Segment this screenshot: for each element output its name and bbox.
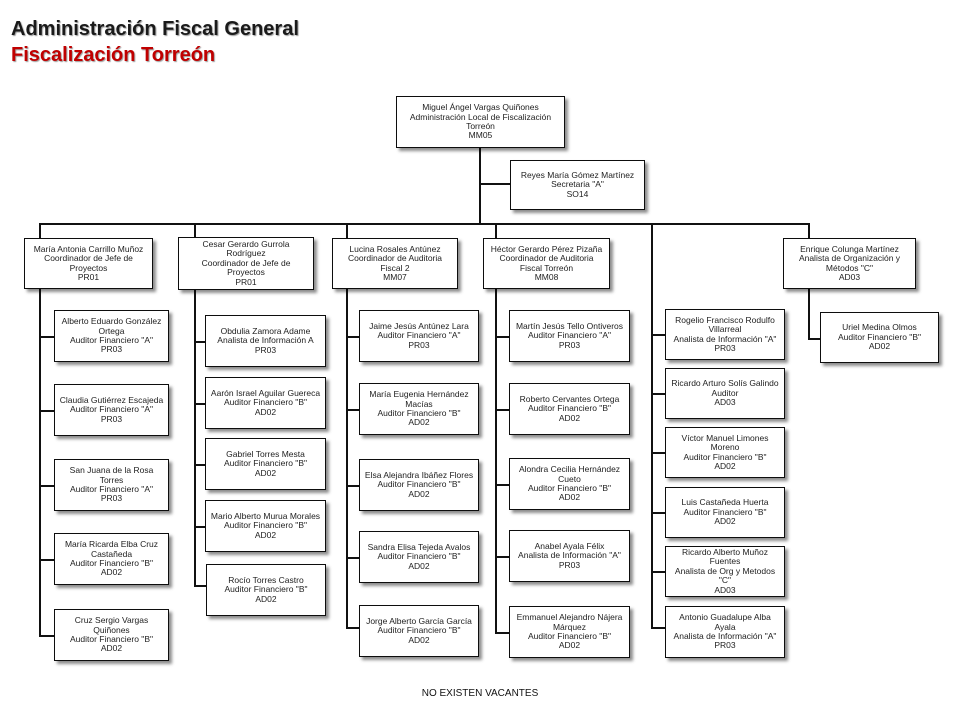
org-box-staff: Obdulia Zamora Adame Analista de Informa… (205, 315, 326, 367)
connector-stub (39, 336, 54, 338)
connector-stub (651, 512, 665, 514)
connector-stub (808, 338, 820, 340)
org-box-staff: Mario Alberto Murua Morales Auditor Fina… (205, 500, 326, 552)
org-box-staff: Sandra Elisa Tejeda Avalos Auditor Finan… (359, 531, 479, 583)
org-box-staff: Gabriel Torres Mesta Auditor Financiero … (205, 438, 326, 490)
connector-stub (651, 627, 665, 629)
connector-stub (39, 635, 54, 637)
connector-stub (495, 484, 509, 486)
connector-stub (194, 585, 206, 587)
connector-stub (495, 632, 509, 634)
connector-stub (194, 341, 205, 343)
org-box-staff: María Eugenia Hernández Macías Auditor F… (359, 383, 479, 435)
org-box-staff: Ricardo Alberto Muñoz Fuentes Analista d… (665, 546, 785, 597)
org-box-staff: Elsa Alejandra Ibáñez Flores Auditor Fin… (359, 459, 479, 511)
connector-col1-drop (39, 223, 41, 239)
connector-secretary (479, 183, 511, 185)
connector-stub (346, 336, 359, 338)
connector-col6-spine (808, 288, 810, 340)
connector-stub (39, 485, 54, 487)
connector-stub (346, 557, 359, 559)
org-box-staff: Emmanuel Alejandro Nájera Márquez Audito… (509, 606, 630, 658)
connector-stub (651, 393, 665, 395)
org-box-lead-col2: Cesar Gerardo Gurrola Rodríguez Coordina… (178, 237, 314, 290)
page-title: Administración Fiscal General (11, 18, 299, 40)
connector-stub (39, 559, 54, 561)
org-box-staff: Uriel Medina Olmos Auditor Financiero "B… (820, 312, 939, 363)
connector-stub (194, 403, 205, 405)
connector-col1-spine (39, 288, 41, 637)
connector-stub (346, 485, 359, 487)
connector-col4-spine (495, 288, 497, 633)
page-subtitle: Fiscalización Torreón (11, 44, 216, 66)
connector-stub (346, 627, 359, 629)
connector-col2-spine (194, 290, 196, 586)
org-box-lead-col4: Héctor Gerardo Pérez Pizaña Coordinador … (483, 238, 610, 289)
org-box-lead-col6: Enrique Colunga Martínez Analista de Org… (783, 238, 916, 289)
org-box-staff: Alondra Cecilia Hernández Cueto Auditor … (509, 458, 630, 510)
org-box-staff: Claudia Gutiérrez Escajeda Auditor Finan… (54, 384, 169, 436)
connector-head-down (479, 148, 481, 224)
connector-col3-spine (346, 288, 348, 628)
connector-stub (651, 571, 665, 573)
org-box-staff: San Juana de la Rosa Torres Auditor Fina… (54, 459, 169, 511)
org-box-administrator: Miguel Ángel Vargas Quiñones Administrac… (396, 96, 565, 148)
connector-col4-drop (495, 223, 497, 239)
connector-stub (651, 334, 665, 336)
org-box-staff: Alberto Eduardo González Ortega Auditor … (54, 310, 169, 362)
connector-stub (495, 336, 509, 338)
connector-col6-drop (808, 223, 810, 239)
org-box-staff: Luis Castañeda Huerta Auditor Financiero… (665, 487, 785, 538)
org-box-staff: Roberto Cervantes Ortega Auditor Financi… (509, 383, 630, 435)
org-box-staff: Aarón Israel Aguilar Guereca Auditor Fin… (205, 377, 326, 429)
connector-stub (346, 409, 359, 411)
connector-col3-drop (346, 223, 348, 239)
org-box-staff: Antonio Guadalupe Alba Ayala Analista de… (665, 606, 785, 658)
org-box-staff: Jorge Alberto García García Auditor Fina… (359, 605, 479, 657)
org-box-staff: Martín Jesús Tello Ontiveros Auditor Fin… (509, 310, 630, 362)
connector-stub (39, 410, 54, 412)
connector-stub (495, 409, 509, 411)
connector-col2-drop (194, 223, 196, 238)
org-box-staff: Rogelio Francisco Rodulfo Villarreal Ana… (665, 309, 785, 360)
connector-stub (651, 452, 665, 454)
org-box-lead-col3: Lucina Rosales Antúnez Coordinador de Au… (332, 238, 458, 289)
org-box-secretary: Reyes María Gómez Martínez Secretaria "A… (510, 160, 645, 210)
org-box-lead-col1: María Antonia Carrillo Muñoz Coordinador… (24, 238, 153, 289)
org-box-staff: Víctor Manuel Limones Moreno Auditor Fin… (665, 427, 785, 478)
connector-stub (194, 464, 205, 466)
org-box-staff: Rocío Torres Castro Auditor Financiero "… (206, 564, 326, 616)
org-box-staff: Anabel Ayala Félix Analista de Informaci… (509, 530, 630, 582)
connector-col5-spine (651, 223, 653, 628)
org-box-staff: Cruz Sergio Vargas Quiñones Auditor Fina… (54, 609, 169, 661)
connector-main-bus (39, 223, 809, 225)
org-box-staff: María Ricarda Elba Cruz Castañeda Audito… (54, 533, 169, 585)
org-box-staff: Jaime Jesús Antúnez Lara Auditor Financi… (359, 310, 479, 362)
vacancies-note: NO EXISTEN VACANTES (421, 688, 539, 699)
connector-stub (194, 526, 205, 528)
org-box-staff: Ricardo Arturo Solís Galindo Auditor AD0… (665, 368, 785, 419)
connector-stub (495, 556, 509, 558)
